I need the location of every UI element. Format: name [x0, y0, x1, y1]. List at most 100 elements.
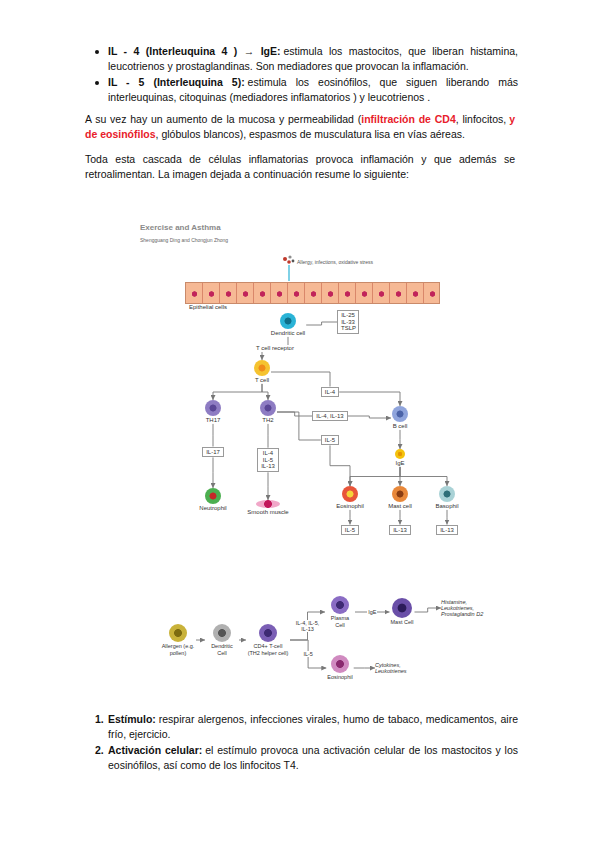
- list-number: 2.: [95, 744, 104, 756]
- connector: [271, 372, 330, 387]
- body-text: , glóbulos blancos), espasmos de muscula…: [156, 128, 465, 140]
- cytokine-box: IL-13: [436, 525, 458, 536]
- body-text: infiltración de CD4: [361, 113, 456, 125]
- connector: [330, 445, 350, 486]
- body-text: Toda esta cascada de células inflamatori…: [85, 153, 515, 180]
- connector: [415, 608, 442, 612]
- text-block: Estímulo:respirar alergenos, infecciones…: [108, 712, 518, 741]
- cell-node: Neutrophil: [198, 488, 227, 512]
- node-text: Histamine, Leukotrienes, Prostaglandin D…: [441, 599, 495, 618]
- cytokine-box: IL-4 IL-5 IL-13: [257, 448, 279, 473]
- list-number: 1.: [95, 713, 104, 725]
- cell-node: Eosinophil: [326, 655, 353, 680]
- edge-label: IgE: [367, 609, 377, 615]
- cell-node: Dendritic cell: [270, 313, 306, 337]
- connector: [290, 640, 326, 668]
- product-text: Histamine, Leukotrienes, Prostaglandin D…: [441, 599, 495, 618]
- node-text: IL-5: [325, 437, 335, 444]
- node-text: IgE: [395, 460, 405, 467]
- body-text: A su vez hay un aumento de la mucosa y p…: [85, 113, 361, 125]
- body-text: IL - 5 (Interleuquina 5):: [108, 76, 245, 88]
- text-block: Shengguang Ding and Chongjun Zhong: [140, 237, 340, 244]
- node-text: IL-17: [206, 449, 220, 456]
- connector: [447, 510, 448, 525]
- node-text: TH2: [260, 417, 276, 424]
- cell-node: Basophil: [434, 486, 459, 510]
- node-text: Eosinophil: [327, 674, 352, 680]
- cytokine-box: IL-5: [321, 435, 339, 446]
- node-text: IL-13: [393, 527, 407, 534]
- cell-node: Mast cell: [387, 486, 413, 510]
- connector: [290, 612, 325, 640]
- cell-icon: [205, 400, 221, 416]
- figure-caption: Exercise and Asthma: [140, 223, 221, 232]
- text-block: Allergy, infections, oxidative stress: [297, 259, 417, 266]
- node-text: Eosinophil: [336, 503, 364, 510]
- text-block: Toda esta cascada de células inflamatori…: [85, 152, 515, 181]
- connector: [400, 430, 401, 449]
- text-block: 2.: [95, 743, 108, 758]
- cell-icon: [205, 488, 221, 504]
- cell-node: Allergen (e.g. pollen): [160, 624, 196, 656]
- cell-icon: [260, 400, 276, 416]
- cytokine-box: IL-25 IL-33 TSLP: [337, 310, 359, 335]
- cell-node: T cell: [253, 360, 271, 384]
- cell-icon: [392, 486, 408, 502]
- node-text: IL-4, IL-13: [316, 413, 343, 420]
- node-text: Smooth muscle: [247, 509, 288, 516]
- node-text: Basophil: [435, 503, 458, 510]
- node-text: Allergen (e.g. pollen): [161, 643, 195, 656]
- figure-caption: Shengguang Ding and Chongjun Zhong: [140, 237, 228, 243]
- node-text: B cell: [392, 423, 408, 430]
- cytokine-box: IL-17: [202, 447, 224, 458]
- connector: [400, 467, 447, 486]
- cell-icon: [254, 360, 270, 376]
- connector: [213, 424, 214, 447]
- node-text: CD4+ T-cell (TH2 helper cell): [247, 643, 289, 656]
- figure-caption: Allergy, infections, oxidative stress: [297, 259, 373, 265]
- node-text: Dendritic cell: [271, 330, 305, 337]
- cell-icon: [331, 596, 349, 614]
- cell-node: TH17: [204, 400, 222, 424]
- node-text: TH17: [205, 417, 221, 424]
- cell-icon: [280, 313, 296, 329]
- body-text: , linfocitos,: [456, 113, 506, 125]
- node-text: T cell: [254, 377, 270, 384]
- cytokine-box: IL-4, IL-13: [312, 411, 347, 422]
- body-text: IL - 4 (Interleuquina 4 ) → IgE:: [108, 45, 280, 57]
- connector: [348, 416, 391, 418]
- text-block: IL - 4 (Interleuquina 4 ) → IgE:estimula…: [108, 44, 518, 73]
- connector: [262, 384, 268, 400]
- cytokine-box: IL-4: [321, 387, 339, 398]
- text-block: IL - 5 (Interleuquina 5):estimula los eo…: [108, 75, 518, 104]
- product-text: Cytokines, Leukotrienes: [375, 662, 421, 675]
- cell-icon: [213, 624, 231, 642]
- text-block: Activación celular:el estímulo provoca u…: [108, 743, 518, 772]
- cytokine-box: IL-13: [389, 525, 411, 536]
- cell-node: IgE: [394, 449, 406, 467]
- node-text: IL-4 IL-5 IL-13: [261, 450, 275, 471]
- connector: [196, 640, 205, 641]
- connector: [339, 392, 400, 406]
- cell-node: B cell: [391, 406, 409, 430]
- edge-label: IL-4, IL-5, IL-13: [295, 620, 321, 632]
- connector: [350, 510, 351, 525]
- connector: [400, 510, 401, 525]
- connector: [354, 668, 375, 669]
- node-text: Dendritic Cell: [206, 643, 238, 656]
- cell-icon: [392, 598, 412, 618]
- node-text: Neutrophil: [199, 505, 226, 512]
- connector: [239, 640, 246, 641]
- body-text: respirar alergenos, infecciones virales,…: [108, 713, 518, 740]
- band-label: Epithelial cells: [189, 304, 227, 311]
- connector: [306, 322, 337, 325]
- allergen-icon: [283, 255, 294, 281]
- text-block: A su vez hay un aumento de la mucosa y p…: [85, 112, 515, 141]
- node-text: Mast cell: [388, 503, 412, 510]
- edge-label: T cell receptor: [255, 345, 295, 352]
- node-text: Mast Cell: [391, 619, 414, 625]
- text-block: 1.: [95, 712, 108, 727]
- cell-icon: [439, 486, 455, 502]
- cell-node: Dendritic Cell: [205, 624, 239, 656]
- node-text: Cytokines, Leukotrienes: [375, 662, 421, 675]
